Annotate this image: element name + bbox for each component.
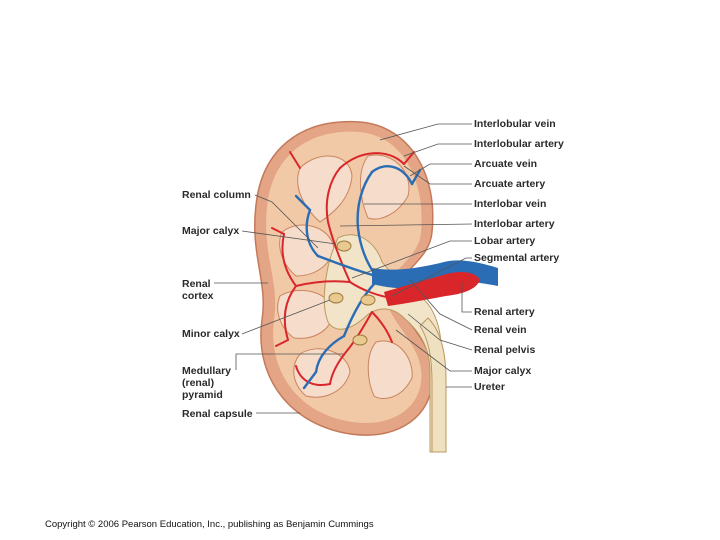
label-interlobular-vein: Interlobular vein (474, 118, 556, 130)
label-arcuate-artery: Arcuate artery (474, 178, 545, 190)
label-arcuate-vein: Arcuate vein (474, 158, 537, 170)
minor-calyx-4 (353, 335, 367, 345)
label-minor-calyx: Minor calyx (182, 328, 240, 340)
label-interlobar-artery: Interlobar artery (474, 218, 555, 230)
minor-calyx-2 (329, 293, 343, 303)
copyright-notice: Copyright © 2006 Pearson Education, Inc.… (45, 519, 374, 530)
label-renal-vein: Renal vein (474, 324, 527, 336)
label-segmental-artery: Segmental artery (474, 252, 559, 264)
label-renal-pelvis: Renal pelvis (474, 344, 535, 356)
label-interlobular-artery: Interlobular artery (474, 138, 564, 150)
label-medullary-pyramid: Medullary (renal) pyramid (182, 365, 231, 401)
label-renal-column: Renal column (182, 189, 251, 201)
label-major-calyx-left: Major calyx (182, 225, 239, 237)
label-major-calyx-right: Major calyx (474, 365, 531, 377)
label-ureter: Ureter (474, 381, 505, 393)
minor-calyx-1 (337, 241, 351, 251)
label-renal-cortex: Renal cortex (182, 278, 214, 302)
label-renal-artery: Renal artery (474, 306, 535, 318)
label-interlobar-vein: Interlobar vein (474, 198, 546, 210)
minor-calyx-3 (361, 295, 375, 305)
label-lobar-artery: Lobar artery (474, 235, 535, 247)
label-renal-capsule: Renal capsule (182, 408, 253, 420)
